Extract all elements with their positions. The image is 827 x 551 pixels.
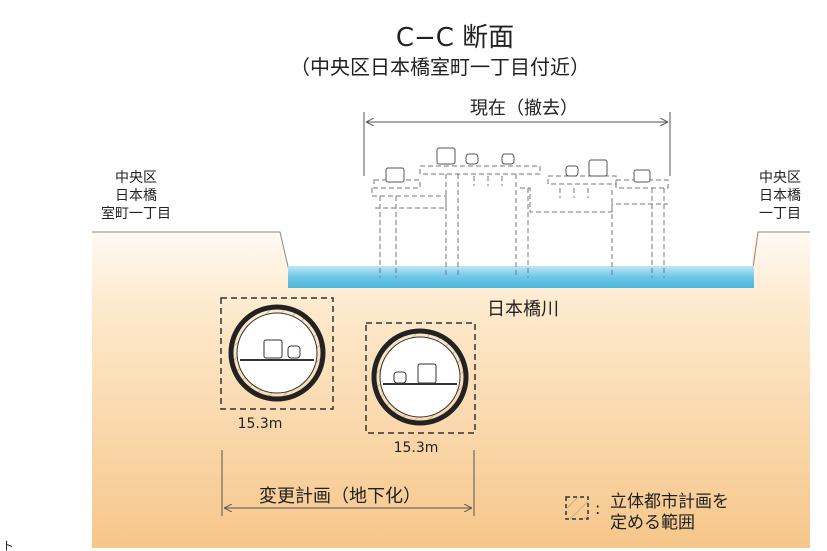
vehicle-icons-elevated (385, 147, 651, 183)
svg-text:日本橋: 日本橋 (115, 188, 157, 204)
plan-label: 変更計画（地下化） (259, 486, 421, 507)
tunnel-right (365, 322, 476, 434)
corner-mark: ト (2, 539, 14, 551)
svg-text::: : (595, 499, 600, 518)
page-subtitle: （中央区日本橋室町一丁目付近） (290, 55, 590, 79)
legend-text-line1: 立体都市計画を (610, 492, 729, 512)
elevated-expressway (371, 165, 669, 278)
tunnel-left-diameter: 15.3m (238, 416, 283, 432)
svg-text:日本橋: 日本橋 (759, 188, 801, 204)
tunnel-left (220, 297, 334, 410)
legend: : 立体都市計画を 定める範囲 (565, 492, 729, 533)
svg-text:中央区: 中央区 (759, 170, 801, 186)
plan-dimension (221, 450, 475, 516)
left-bank-label: 中央区 日本橋 室町一丁目 (101, 170, 171, 222)
right-bank-label: 中央区 日本橋 一丁目 (759, 170, 801, 222)
svg-text:中央区: 中央区 (115, 170, 157, 186)
current-dimension (363, 112, 671, 176)
svg-text:室町一丁目: 室町一丁目 (101, 205, 171, 222)
tunnel-right-diameter: 15.3m (394, 440, 439, 456)
svg-text:一丁目: 一丁目 (759, 206, 801, 222)
current-label: 現在（撤去） (470, 98, 578, 119)
page-title: C−C 断面 (396, 23, 514, 53)
river-label: 日本橋川 (487, 299, 559, 320)
legend-hatch-swatch (565, 496, 589, 520)
river (288, 266, 754, 288)
legend-text-line2: 定める範囲 (610, 513, 695, 533)
